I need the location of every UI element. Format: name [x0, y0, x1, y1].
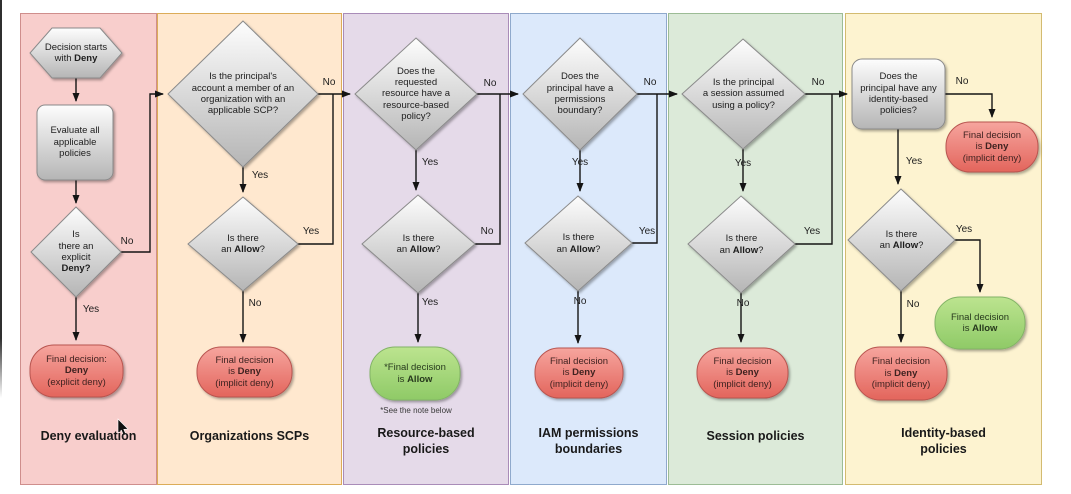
col3-yes-label: Yes — [421, 157, 439, 168]
col5-yes-label: Yes — [734, 158, 752, 169]
col6-q2-no-label: No — [906, 299, 920, 310]
col2-no-label: No — [322, 77, 336, 88]
screen-edge-artifact — [0, 0, 2, 398]
col4-q2-yes-label: Yes — [638, 226, 656, 237]
col3-note: *See the note below — [380, 406, 452, 415]
col2-q2-yes-label: Yes — [302, 226, 320, 237]
col3-no-label: No — [483, 78, 497, 89]
col5-no-label: No — [811, 77, 825, 88]
col4-yes-label: Yes — [571, 157, 589, 168]
col1-label: Deny evaluation — [40, 429, 137, 444]
col5-label: Session policies — [706, 429, 805, 444]
col1-yes-label: Yes — [82, 304, 100, 315]
col3-q2-yes-label: Yes — [421, 297, 439, 308]
col6-q2-yes-label: Yes — [955, 224, 973, 235]
col2-label: Organizations SCPs — [189, 429, 310, 444]
col4-q2-no-label: No — [573, 296, 587, 307]
col6-yes-label: Yes — [905, 156, 923, 167]
col5-q2-yes-label: Yes — [803, 226, 821, 237]
col3-q2-no-label: No — [480, 226, 494, 237]
col5-q2-no-label: No — [736, 298, 750, 309]
col2-yes-label: Yes — [251, 170, 269, 181]
col1-deny-result: Final decision:Deny(explicit deny) — [46, 353, 107, 388]
col4-no-label: No — [643, 77, 657, 88]
col1-no-label: No — [120, 236, 134, 247]
col6-no-label: No — [955, 76, 969, 87]
col2-q2-no-label: No — [248, 298, 262, 309]
